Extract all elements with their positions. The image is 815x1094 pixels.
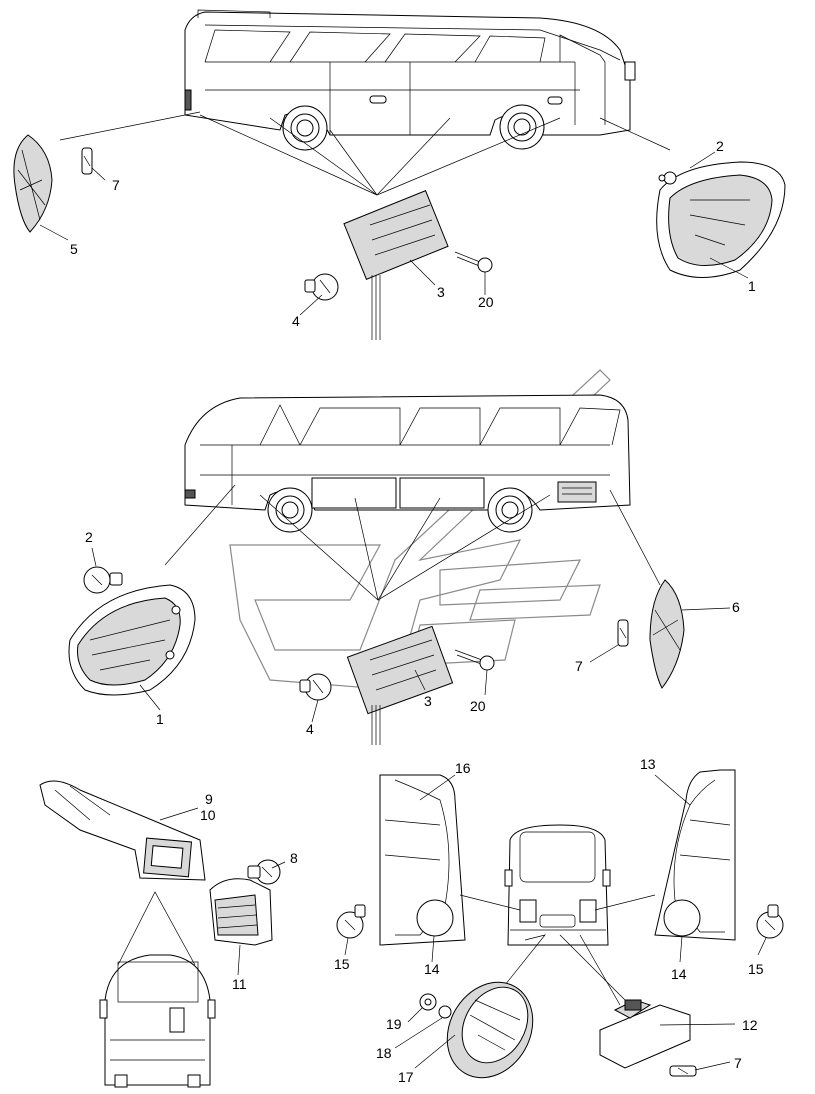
marker-lamp-5 bbox=[13, 134, 53, 233]
marker-lamp-6 bbox=[649, 579, 685, 689]
callout-2-middle: 2 bbox=[85, 529, 93, 545]
callout-7-bottom: 7 bbox=[734, 1055, 742, 1071]
callout-4-top: 4 bbox=[292, 313, 300, 329]
callout-13: 13 bbox=[640, 756, 656, 772]
callout-3-top: 3 bbox=[437, 284, 445, 300]
callout-4-middle: 4 bbox=[306, 721, 314, 737]
bulb-15-right bbox=[756, 904, 784, 939]
round-lamp-17 bbox=[446, 981, 534, 1079]
callout-6: 6 bbox=[732, 599, 740, 615]
tail-lamp-cluster-13 bbox=[654, 769, 736, 941]
bulb-15-left bbox=[336, 904, 366, 939]
bottom-left-leaders bbox=[117, 891, 196, 966]
callout-12: 12 bbox=[742, 1017, 758, 1033]
callout-leaders bbox=[39, 151, 767, 1071]
callout-2-top: 2 bbox=[716, 138, 724, 154]
bus-front-view bbox=[99, 954, 216, 1088]
bulb-7-middle bbox=[617, 619, 629, 647]
top-leaders bbox=[59, 111, 671, 196]
callout-1-top: 1 bbox=[748, 278, 756, 294]
screw-20-middle bbox=[454, 649, 495, 671]
callout-10: 10 bbox=[200, 807, 216, 823]
side-lamp-1-middle bbox=[68, 584, 196, 696]
roof-marker-housing-9-10 bbox=[39, 780, 206, 881]
bulb-2-middle bbox=[83, 566, 123, 594]
reflector-3-top bbox=[343, 190, 449, 340]
callout-5: 5 bbox=[70, 241, 78, 257]
washer-18 bbox=[438, 1005, 452, 1019]
callout-20-middle: 20 bbox=[470, 698, 486, 714]
reflector-3-middle bbox=[346, 625, 454, 745]
bus-side-view-right bbox=[184, 9, 636, 151]
bus-rear-view bbox=[504, 824, 611, 946]
callout-3-middle: 3 bbox=[424, 693, 432, 709]
bus-side-view-left bbox=[184, 394, 631, 533]
callout-18: 18 bbox=[376, 1045, 392, 1061]
callout-19: 19 bbox=[386, 1016, 402, 1032]
callout-14-left: 14 bbox=[424, 961, 440, 977]
bottom-right-leaders bbox=[459, 894, 656, 1011]
bulb-8 bbox=[247, 859, 281, 885]
callout-labels: 2 7 5 1 3 4 20 2 6 7 1 3 4 20 9 10 8 11 … bbox=[70, 138, 764, 1085]
callout-1-middle: 1 bbox=[156, 711, 164, 727]
watermark-logo bbox=[229, 369, 611, 691]
side-lamp-1-top bbox=[656, 161, 786, 278]
bulb-4-middle bbox=[299, 673, 332, 701]
callout-11: 11 bbox=[232, 976, 247, 992]
callout-15-right: 15 bbox=[748, 961, 764, 977]
tail-lamp-cluster-16 bbox=[379, 774, 466, 946]
bulb-7-bottom bbox=[669, 1065, 697, 1077]
callout-14-right: 14 bbox=[671, 966, 687, 982]
callout-15-left: 15 bbox=[334, 956, 350, 972]
screw-20-top bbox=[454, 251, 493, 273]
callout-16: 16 bbox=[455, 760, 471, 776]
callout-17: 17 bbox=[398, 1069, 414, 1085]
license-plate-lamp-12 bbox=[599, 999, 691, 1069]
callout-20-top: 20 bbox=[478, 294, 494, 310]
bulb-4-top bbox=[304, 273, 339, 301]
callout-7-top: 7 bbox=[112, 177, 120, 193]
callout-8: 8 bbox=[290, 850, 298, 866]
nut-19 bbox=[419, 993, 437, 1011]
marker-lamp-11 bbox=[209, 878, 273, 946]
bulb-7-top bbox=[81, 147, 93, 175]
middle-leaders bbox=[164, 484, 661, 601]
callout-7-middle: 7 bbox=[575, 658, 583, 674]
callout-9: 9 bbox=[205, 791, 213, 807]
